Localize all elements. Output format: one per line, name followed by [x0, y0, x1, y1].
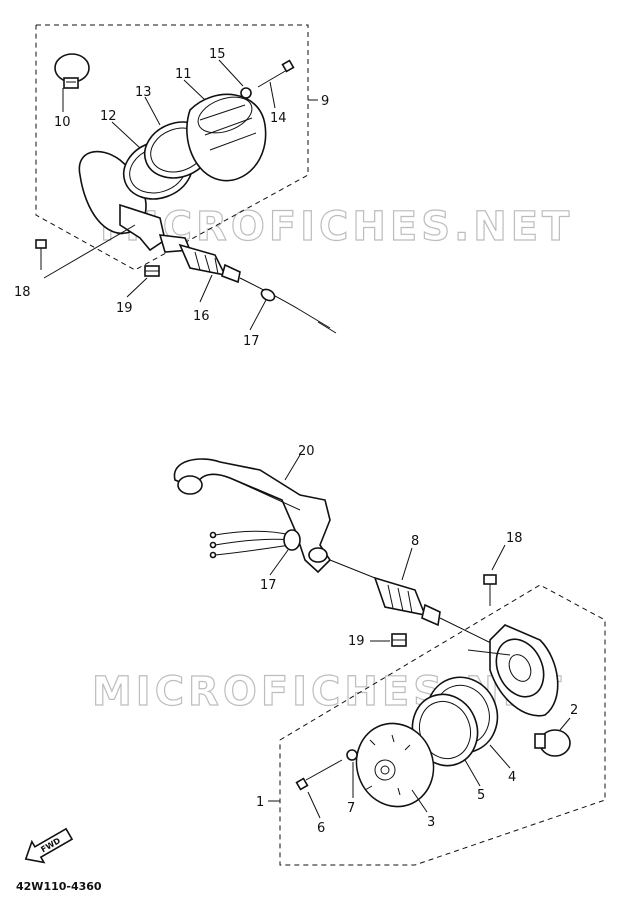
callout-4: 4	[508, 770, 516, 785]
callout-1: 1	[256, 795, 264, 810]
top-leader-lines	[43, 59, 318, 331]
callout-18-bottom: 18	[506, 531, 523, 546]
bolt-18-top	[35, 239, 47, 270]
screw-14	[257, 59, 295, 88]
callout-6: 6	[317, 821, 325, 836]
callout-9: 9	[321, 94, 329, 109]
bottom-group-boundary	[279, 584, 606, 866]
top-group-boundary	[35, 24, 309, 271]
diagram-code: 42W110-4360	[16, 880, 102, 893]
callout-3: 3	[427, 815, 435, 830]
callout-15: 15	[209, 47, 226, 62]
callout-20: 20	[298, 444, 315, 459]
bulb-2	[534, 729, 571, 757]
callout-19-top: 19	[116, 301, 133, 316]
callout-19-bottom: 19	[348, 634, 365, 649]
callout-17-bottom: 17	[260, 578, 277, 593]
screw-6	[295, 759, 343, 791]
callout-2: 2	[570, 703, 578, 718]
callout-12: 12	[100, 109, 117, 124]
callout-7: 7	[347, 801, 355, 816]
nut-19-top	[144, 265, 160, 277]
callout-8: 8	[411, 534, 419, 549]
bottom-leader-lines	[268, 454, 571, 819]
top-turn-signal-assembly: 10 12 13 11 15 14 9 18 19 16 17	[14, 24, 337, 349]
bolt-18-bottom	[483, 574, 497, 606]
nut-15	[240, 87, 252, 99]
callout-16: 16	[193, 309, 210, 324]
callout-11: 11	[175, 67, 192, 82]
bulb-10	[54, 53, 90, 89]
bracket-20	[173, 458, 332, 574]
callout-14: 14	[270, 111, 287, 126]
fwd-arrow-icon: FWD	[24, 827, 74, 864]
grommet-16	[178, 243, 241, 284]
housing-11	[186, 93, 267, 182]
nut-19-bottom	[391, 633, 407, 647]
bottom-turn-signal-assembly: 20 17 8 18 19 2 4 5 3 7 6 1	[173, 444, 606, 866]
lens-3	[355, 722, 435, 808]
housing-bottom	[489, 624, 559, 717]
callout-18-top: 18	[14, 285, 31, 300]
callout-17-top: 17	[243, 334, 260, 349]
grommet-8	[329, 559, 496, 646]
callout-10: 10	[54, 115, 71, 130]
callout-5: 5	[477, 788, 485, 803]
bottom-wires	[209, 529, 301, 559]
nut-7	[346, 749, 358, 761]
top-wire	[239, 277, 337, 334]
callout-13: 13	[135, 85, 152, 100]
